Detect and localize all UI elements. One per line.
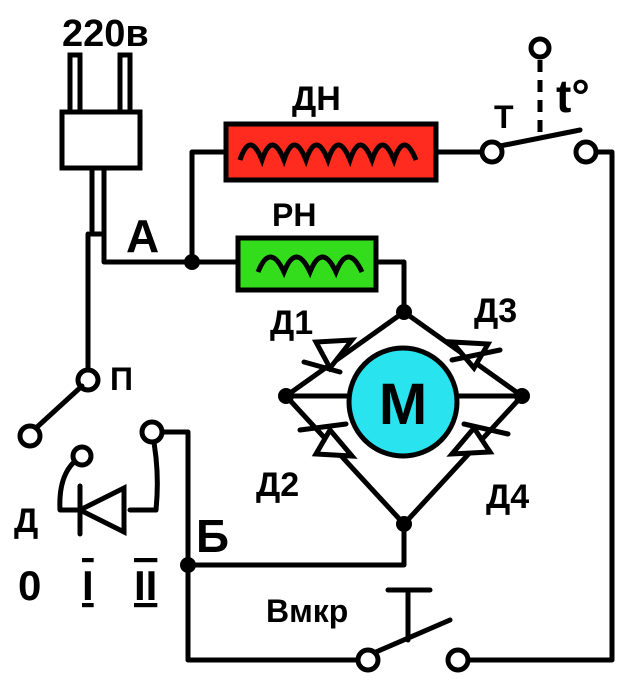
diode-d3-label: Д3 <box>474 292 517 330</box>
microswitch-label: Вмкр <box>266 593 348 629</box>
switch-p-label: П <box>110 361 133 397</box>
temperature-symbol: t° <box>556 70 590 122</box>
diode-d4-label: Д4 <box>486 478 529 516</box>
position-1-label: I <box>82 562 94 609</box>
microswitch <box>355 587 471 673</box>
diode-d1 <box>301 337 358 375</box>
position-0-label: 0 <box>18 562 41 609</box>
thermostat-switch <box>479 36 599 165</box>
heater-main <box>223 121 439 183</box>
diode-d1-label: Д1 <box>270 304 313 342</box>
node-b-label: Б <box>196 510 229 562</box>
heater-reg <box>235 235 379 293</box>
mode-switch <box>17 367 165 468</box>
diode-d2 <box>297 421 358 459</box>
motor-label: М <box>379 372 427 437</box>
node-a-label: А <box>126 210 159 262</box>
heater-reg-label: РН <box>272 197 316 233</box>
diode-d3 <box>446 339 503 373</box>
power-plug <box>59 52 143 237</box>
diode-d4 <box>446 421 511 457</box>
motor <box>346 345 460 459</box>
thermostat-label: Т <box>494 99 514 135</box>
position-2-label: II <box>134 562 157 609</box>
junction-dots <box>180 254 530 573</box>
diode-label: Д <box>14 502 38 540</box>
diode-d2-label: Д2 <box>256 466 299 504</box>
heater-main-label: ДН <box>292 80 341 118</box>
diode-d <box>74 483 127 537</box>
voltage-label: 220в <box>62 13 149 55</box>
